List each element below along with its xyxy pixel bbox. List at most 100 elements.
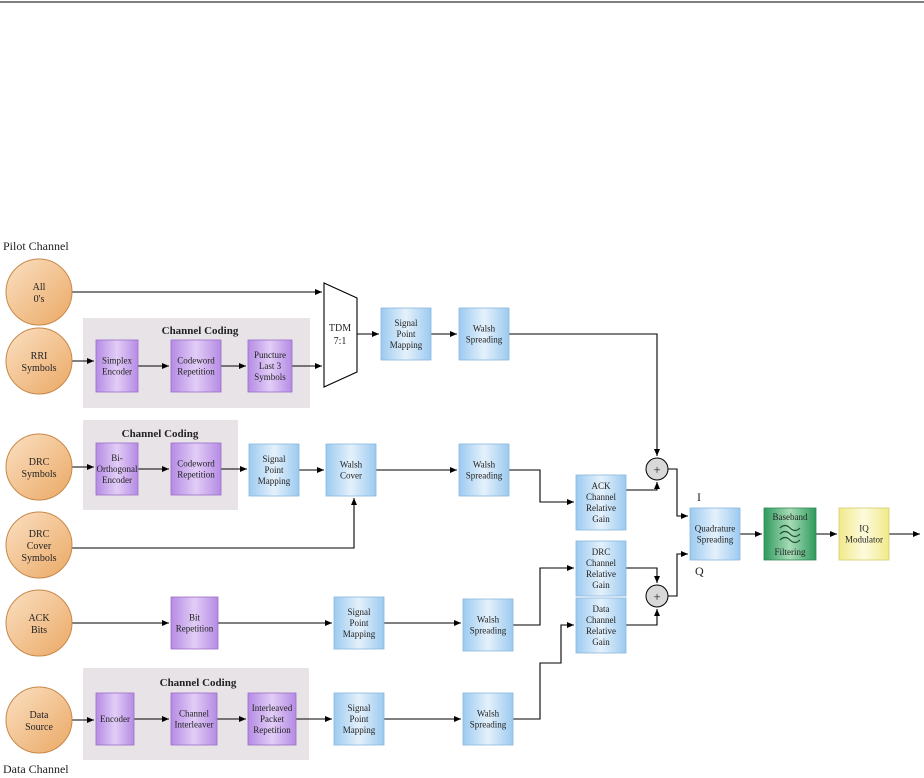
block-label-line: Point (396, 329, 416, 339)
block-label-line: Mapping (390, 340, 423, 350)
source-label-line: ACK (28, 613, 50, 624)
signal-wire (626, 482, 660, 491)
tdm-multiplexer: TDM 7:1 (323, 282, 358, 388)
signal-wire (513, 565, 574, 626)
block-label-line: Symbols (254, 372, 286, 382)
adder-symbol: + (653, 589, 660, 604)
signal-wire (509, 469, 574, 505)
block-label-line: Spreading (466, 471, 503, 481)
block-label-line: Spreading (470, 626, 507, 636)
block-label-line: Relative (586, 503, 616, 513)
block-label-line: Channel (586, 615, 616, 625)
block-label-line: Signal (262, 454, 286, 464)
block-label-line: Cover (340, 471, 362, 481)
block-label-line: Quadrature (695, 524, 735, 534)
signal-wire (509, 333, 660, 456)
block-label-line: Codeword (177, 356, 215, 366)
group-title: Channel Coding (162, 325, 239, 337)
block-label-line: Signal (347, 703, 371, 713)
source-label-line: RRI (31, 351, 48, 362)
block-label-line: Walsh (477, 709, 500, 719)
block-label-line: Baseband (773, 512, 808, 522)
tdm-label-line-2: 7:1 (334, 336, 347, 347)
block-label-line: Mapping (343, 725, 376, 735)
block-label-line: Repetition (177, 367, 215, 377)
block-label-line: Repetition (177, 470, 215, 480)
block-label-line: Spreading (466, 335, 503, 345)
block-label-line: Bi- (111, 453, 123, 463)
block-label-line: Encoder (100, 714, 130, 724)
adder-i: + (645, 457, 669, 481)
signal-wire (626, 609, 660, 626)
signal-wire (626, 567, 660, 583)
block-label-line: Mapping (343, 629, 376, 639)
block-label-line: Mapping (258, 476, 291, 486)
block-label-line: Walsh (340, 460, 363, 470)
block-label-line: Relative (586, 569, 616, 579)
block-label-line: Repetition (253, 725, 291, 735)
signal-wire (72, 498, 357, 549)
block-label-line: DRC (592, 547, 611, 557)
block-label-line: Encoder (102, 367, 132, 377)
source-label-line: DRC (29, 457, 50, 468)
block-label-line: Point (349, 714, 369, 724)
pilot-channel-label: Pilot Channel (3, 239, 69, 253)
block-label-line: Codeword (177, 459, 215, 469)
source-label-line: Source (25, 722, 53, 733)
group-title: Channel Coding (160, 677, 237, 689)
signal-wire (668, 468, 688, 519)
source-label-line: DRC (29, 529, 50, 540)
source-label-line: Cover (27, 541, 52, 552)
block-label-line: Orthogonal (97, 464, 138, 474)
block-label-line: Point (264, 465, 284, 475)
block-label-line: Walsh (473, 324, 496, 334)
source-label-line: Symbols (21, 553, 56, 564)
block-label-line: Point (349, 618, 369, 628)
block-label-line: Encoder (102, 475, 132, 485)
blocks: SimplexEncoderCodewordRepetitionPuncture… (95, 307, 890, 746)
block-label-line: Channel (179, 709, 209, 719)
i-branch-label: I (697, 490, 701, 504)
source-label-line: All (33, 282, 46, 293)
block-label-line: Interleaver (175, 720, 214, 730)
block-data-encoder: Encoder (95, 692, 135, 746)
source-label-line: 0's (34, 294, 45, 305)
block-label-line: Signal (394, 318, 418, 328)
q-branch-label: Q (695, 564, 704, 578)
block-label-line: Gain (592, 514, 610, 524)
block-label-line: Channel (586, 558, 616, 568)
adder-q: + (645, 584, 669, 608)
adder-symbol: + (653, 462, 660, 477)
block-label-line: Channel (586, 492, 616, 502)
block-label-line: Spreading (697, 535, 734, 545)
block-label-line: Relative (586, 626, 616, 636)
block-label-line: Gain (592, 637, 610, 647)
block-label-line: Modulator (845, 535, 883, 545)
source-label-line: Data (30, 710, 49, 721)
